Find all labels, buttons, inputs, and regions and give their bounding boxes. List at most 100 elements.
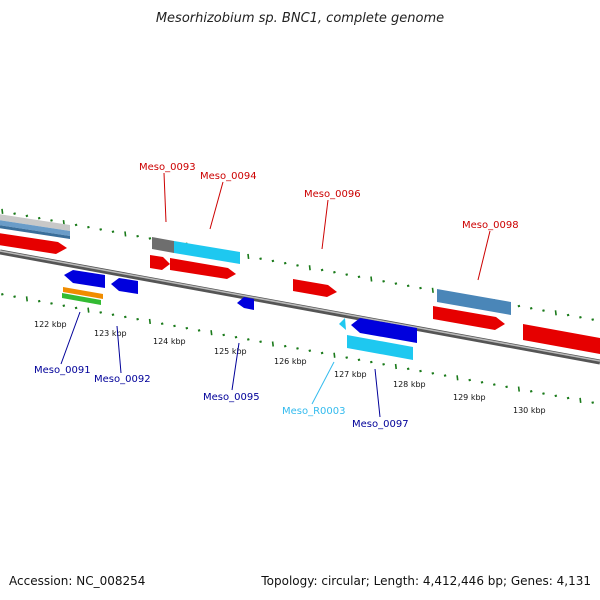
upper-tick	[136, 234, 139, 238]
feature-block[interactable]	[0, 220, 70, 236]
lower-tick	[419, 369, 422, 373]
lower-tick	[136, 317, 139, 321]
gene-arrow-meso-0095[interactable]	[237, 297, 254, 310]
lower-tick	[431, 371, 435, 375]
gene-block-meso-0093[interactable]	[152, 237, 174, 253]
kbp-label: 122 kbp	[34, 320, 67, 329]
lower-tick	[210, 330, 213, 336]
upper-tick	[542, 309, 545, 312]
gene-leader-line	[374, 368, 381, 418]
gene-block-meso-0098[interactable]	[437, 289, 511, 315]
upper-tick	[99, 228, 103, 231]
gene-leader-line	[311, 361, 335, 405]
lower-tick	[517, 386, 520, 392]
gene-arrow-meso-0092[interactable]	[111, 278, 138, 294]
upper-tick	[308, 265, 311, 271]
lower-tick	[529, 390, 533, 393]
upper-tick	[579, 316, 582, 319]
lower-tick	[542, 392, 545, 395]
lower-tick	[443, 374, 447, 377]
gene-arrow[interactable]	[0, 233, 67, 254]
kbp-label: 125 kbp	[214, 347, 247, 356]
kbp-label: 127 kbp	[334, 370, 367, 379]
gene-block[interactable]	[63, 287, 103, 299]
gene-arrow[interactable]	[523, 324, 600, 354]
gene-block-meso-0094[interactable]	[174, 241, 240, 264]
gene-arrow-meso-0097[interactable]	[351, 318, 417, 343]
feature-block[interactable]	[0, 225, 70, 239]
upper-tick	[431, 287, 434, 293]
gene-block[interactable]	[347, 335, 413, 360]
gene-block[interactable]	[62, 293, 101, 305]
lower-tick	[87, 307, 90, 313]
gene-arrow-meso-0091[interactable]	[64, 270, 105, 288]
rna-meso-r0003[interactable]	[339, 318, 346, 330]
gene-label-meso-0098[interactable]: Meso_0098	[462, 220, 519, 231]
lower-tick	[74, 306, 78, 310]
upper-tick	[50, 219, 53, 222]
lower-tick	[123, 315, 127, 319]
gene-leader-line	[163, 172, 167, 223]
feature-block[interactable]	[0, 214, 70, 231]
lower-tick	[160, 322, 164, 325]
genome-backbone	[0, 249, 600, 365]
upper-tick	[345, 273, 349, 276]
upper-tick	[370, 276, 373, 282]
gene-arrow[interactable]	[170, 258, 236, 279]
gene-labels: Meso_0093Meso_0094Meso_0096Meso_0098Meso…	[34, 162, 519, 430]
upper-tick	[247, 253, 250, 260]
gene-label-meso-0097[interactable]: Meso_0097	[352, 419, 409, 430]
upper-tick	[320, 268, 324, 272]
upper-tick	[259, 257, 262, 261]
lower-tick	[234, 335, 238, 339]
gene-label-meso-r0003[interactable]: Meso_R0003	[282, 406, 346, 417]
upper-tick	[591, 318, 595, 321]
lower-tick	[554, 394, 558, 398]
gene-label-meso-0096[interactable]: Meso_0096	[304, 189, 361, 200]
lower-tick	[0, 293, 4, 296]
upper-tick	[554, 310, 557, 316]
upper-tick	[1, 208, 4, 214]
lower-tick	[320, 351, 324, 355]
gene-leader-line	[231, 342, 240, 391]
upper-tick	[111, 230, 115, 233]
upper-tick	[406, 284, 410, 288]
upper-tick	[271, 259, 275, 263]
lower-tick	[406, 367, 410, 371]
gene-leader-line	[116, 325, 122, 374]
gene-arrow[interactable]	[150, 255, 170, 270]
lower-tick	[468, 378, 472, 382]
kbp-label: 123 kbp	[94, 329, 127, 338]
gene-leader-line	[209, 181, 224, 230]
gene-arrow-meso-0096[interactable]	[293, 279, 337, 297]
lower-tick	[579, 397, 582, 403]
lower-tick	[505, 385, 508, 389]
lower-tick	[566, 396, 570, 400]
lower-tick	[492, 383, 496, 386]
gene-label-meso-0091[interactable]: Meso_0091	[34, 365, 91, 376]
lower-tick	[345, 356, 349, 359]
gene-leader-line	[477, 230, 491, 281]
kbp-label: 129 kbp	[453, 393, 486, 402]
lower-tick	[271, 341, 274, 347]
lower-tick	[99, 311, 103, 314]
upper-tick	[296, 264, 299, 267]
upper-tick	[357, 275, 361, 279]
lower-tick	[357, 358, 361, 362]
lower-tick	[456, 375, 459, 381]
gene-label-meso-0095[interactable]: Meso_0095	[203, 392, 260, 403]
lower-tick	[13, 295, 16, 298]
lower-tick	[259, 340, 262, 344]
lower-tick	[185, 326, 189, 330]
gene-label-meso-0094[interactable]: Meso_0094	[200, 171, 257, 182]
upper-tick	[394, 282, 398, 285]
lower-tick	[111, 313, 115, 316]
gene-arrow[interactable]	[433, 306, 505, 330]
upper-tick	[87, 225, 90, 229]
gene-label-meso-0093[interactable]: Meso_0093	[139, 162, 196, 173]
lower-tick	[37, 299, 41, 303]
kbp-label: 124 kbp	[153, 337, 186, 346]
gene-label-meso-0092[interactable]: Meso_0092	[94, 374, 151, 385]
upper-tick	[283, 261, 287, 265]
